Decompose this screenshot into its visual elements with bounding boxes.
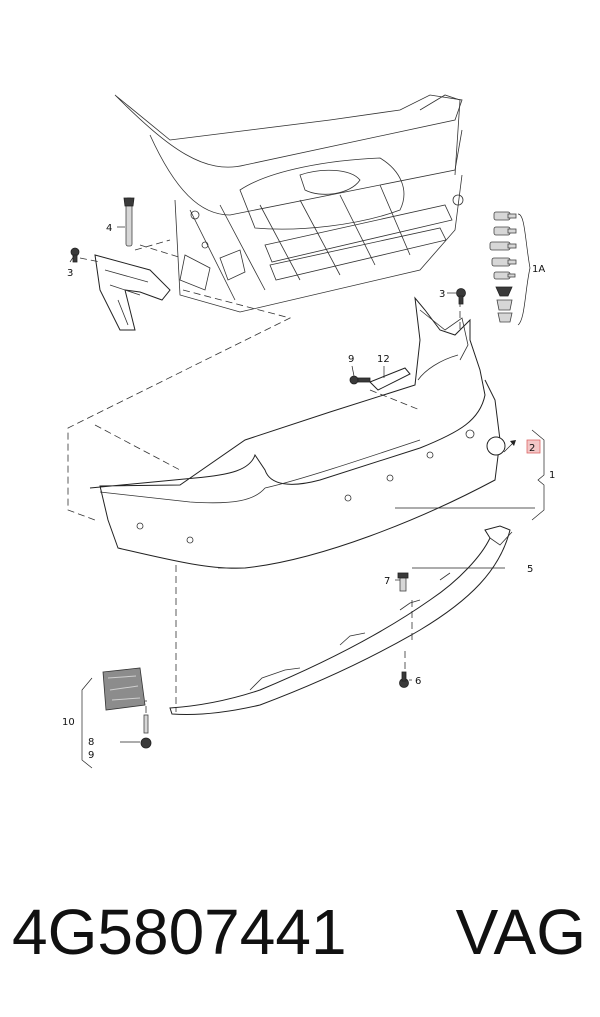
bracket-part-12 xyxy=(369,366,411,391)
bolt-2 xyxy=(493,226,517,236)
callout-12: 12 xyxy=(377,354,390,365)
callout-1: 1 xyxy=(549,470,555,481)
callout-3-right: 3 xyxy=(439,289,445,300)
screw-part-7 xyxy=(397,572,409,592)
callout-7: 7 xyxy=(384,576,390,587)
hardware-kit-1A xyxy=(489,211,531,326)
part-number: 4G5807441 xyxy=(12,896,347,968)
bumper-cover xyxy=(89,296,501,569)
car-body-rear xyxy=(114,94,464,313)
screw-part-3-right xyxy=(456,288,466,305)
callout-9-upper: 9 xyxy=(348,354,354,365)
screw-part-9-upper xyxy=(349,365,371,385)
callout-6: 6 xyxy=(415,676,421,687)
spoiler-part-5 xyxy=(169,525,513,716)
repair-bag-part-10 xyxy=(102,667,146,711)
leader-lines xyxy=(69,226,545,769)
screw-part-3-left xyxy=(70,247,80,263)
screw-part-8 xyxy=(140,714,152,749)
bolt-1 xyxy=(493,211,517,221)
callout-5: 5 xyxy=(527,564,533,575)
callout-3-left: 3 xyxy=(67,268,73,279)
screw-part-6 xyxy=(399,671,409,688)
parts-diagram: 2 4 3 3 1A 9 12 1 5 7 6 10 8 9 xyxy=(62,94,555,769)
brand-label: VAG xyxy=(455,896,586,968)
cover-ring-part-2 xyxy=(486,436,516,456)
callout-10: 10 xyxy=(62,717,75,728)
bolt-4 xyxy=(491,257,517,267)
callout-2: 2 xyxy=(529,443,535,454)
guide-lines xyxy=(67,239,461,713)
clip-1 xyxy=(495,286,513,297)
callout-2-highlight xyxy=(526,439,541,454)
callout-9-lower: 9 xyxy=(88,750,94,761)
bolt-5 xyxy=(493,271,516,280)
dowel-part-4 xyxy=(123,197,135,247)
callout-4: 4 xyxy=(106,223,112,234)
footer: 4G5807441 VAG xyxy=(0,880,600,990)
callout-8: 8 xyxy=(88,737,94,748)
callout-1A: 1A xyxy=(532,264,545,275)
clip-3 xyxy=(497,312,513,323)
side-guide-bracket xyxy=(94,254,171,331)
clip-2 xyxy=(496,299,513,311)
bolt-3 xyxy=(489,241,517,251)
